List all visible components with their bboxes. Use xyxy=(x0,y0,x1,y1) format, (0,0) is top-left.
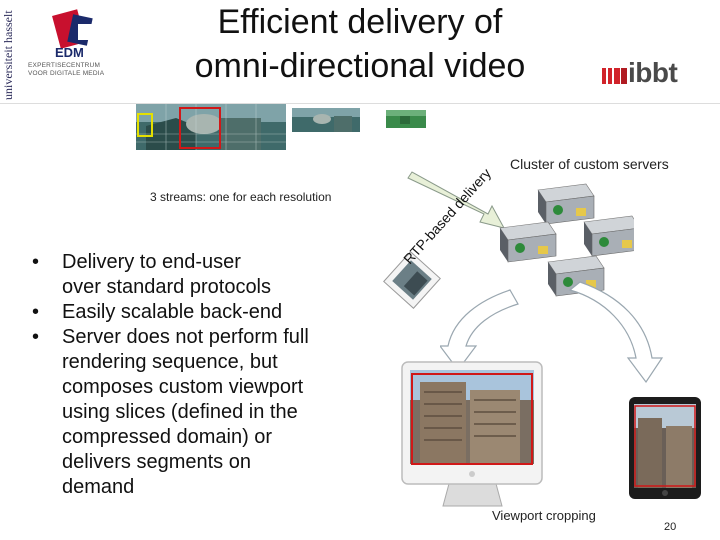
bullet-3-line-1: Server does not perform full xyxy=(62,326,309,348)
bullet-list: • Delivery to end-user over standard pro… xyxy=(30,250,370,500)
bullet-3-line-2: rendering sequence, but xyxy=(62,351,278,373)
edm-logo xyxy=(52,9,93,49)
header-bar xyxy=(0,0,720,105)
server-icon-1 xyxy=(537,183,595,225)
panorama-low-resolution xyxy=(386,110,426,128)
slide-title-line-1: Efficient delivery of xyxy=(217,3,503,41)
header-divider xyxy=(0,103,720,104)
slide-title-line-2: omni-directional video xyxy=(194,47,526,85)
bullet-dot: • xyxy=(32,301,40,323)
bullet-3-line-5: compressed domain) or xyxy=(62,426,273,448)
ibbt-logo-mark xyxy=(602,68,627,84)
panorama-high-resolution xyxy=(136,104,286,150)
server-icon-3 xyxy=(583,215,634,257)
caption-server-cluster: Cluster of custom servers xyxy=(510,156,669,172)
caption-viewport-cropping: Viewport cropping xyxy=(492,508,596,523)
panorama-medium-resolution xyxy=(292,108,360,132)
bullet-1-line-1: Delivery to end-user xyxy=(62,251,241,273)
tablet-device xyxy=(629,397,701,499)
bullet-3-line-3: composes custom viewport xyxy=(62,376,304,398)
bullet-3-line-6: delivers segments on xyxy=(62,451,251,473)
caption-three-streams: 3 streams: one for each resolution xyxy=(150,190,332,204)
server-cluster xyxy=(499,183,634,297)
bullet-item-1: • Delivery to end-user over standard pro… xyxy=(30,250,370,300)
bullet-1-line-2: over standard protocols xyxy=(62,276,272,298)
edm-logo-subtitle-1: EXPERTISECENTRUM xyxy=(28,62,101,69)
bullet-dot: • xyxy=(32,326,40,348)
bullet-2-text: Easily scalable back-end xyxy=(62,301,283,323)
bullet-item-2: • Easily scalable back-end xyxy=(30,300,370,325)
bullet-3-line-7: demand xyxy=(62,476,135,498)
bullet-3-line-4: using slices (defined in the xyxy=(62,401,298,423)
bullet-dot: • xyxy=(32,251,40,273)
streams-to-servers-arrow xyxy=(407,171,505,229)
edm-logo-title: EDM xyxy=(55,45,84,60)
ibbt-logo-text: ibbt xyxy=(628,57,678,88)
server-icon-2 xyxy=(499,221,557,263)
desktop-monitor xyxy=(401,361,543,507)
edm-logo-subtitle-2: VOOR DIGITALE MEDIA xyxy=(28,70,105,77)
viewport-slice-thumbnail xyxy=(383,251,441,309)
page-number: 20 xyxy=(664,521,677,533)
bullet-item-3: • Server does not perform full rendering… xyxy=(30,325,370,500)
